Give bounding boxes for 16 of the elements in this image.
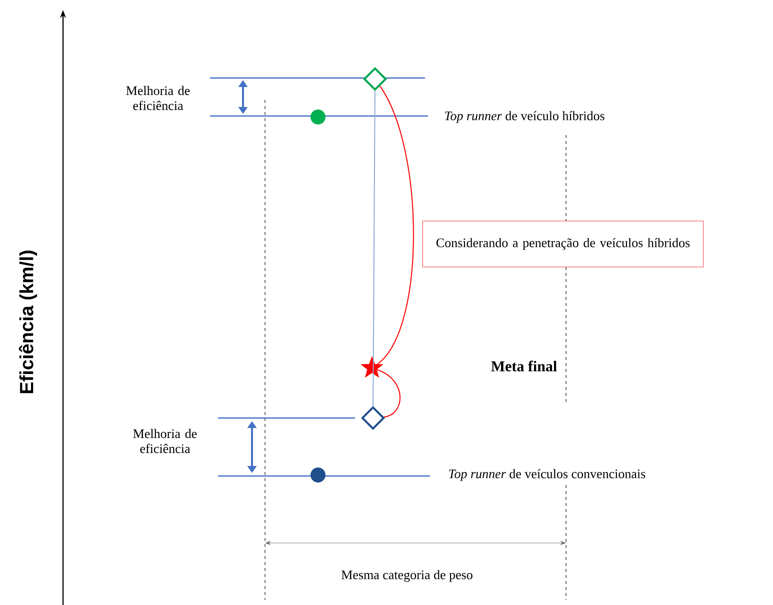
dot-marker	[310, 110, 326, 124]
connector-line	[376, 369, 400, 418]
diamond-marker	[363, 67, 387, 91]
dot-marker	[310, 468, 326, 482]
axis-label: Eficiência (km/l)	[18, 250, 38, 394]
label: Top runner de veículo híbridos	[445, 111, 604, 123]
connector-line	[377, 86, 414, 364]
label: Melhoria de eficiência	[126, 86, 190, 110]
label: Melhoria de eficiência	[133, 428, 197, 454]
diamond-marker	[361, 406, 385, 430]
star-marker	[360, 356, 384, 378]
label: Mesma categoria de peso	[342, 570, 472, 582]
connector-line	[372, 90, 376, 407]
note-box: Considerando a penetração de veículos híbridos	[422, 220, 704, 268]
title-label: Meta final	[491, 360, 557, 372]
label: Top runner de veículos convencionais	[449, 469, 646, 481]
